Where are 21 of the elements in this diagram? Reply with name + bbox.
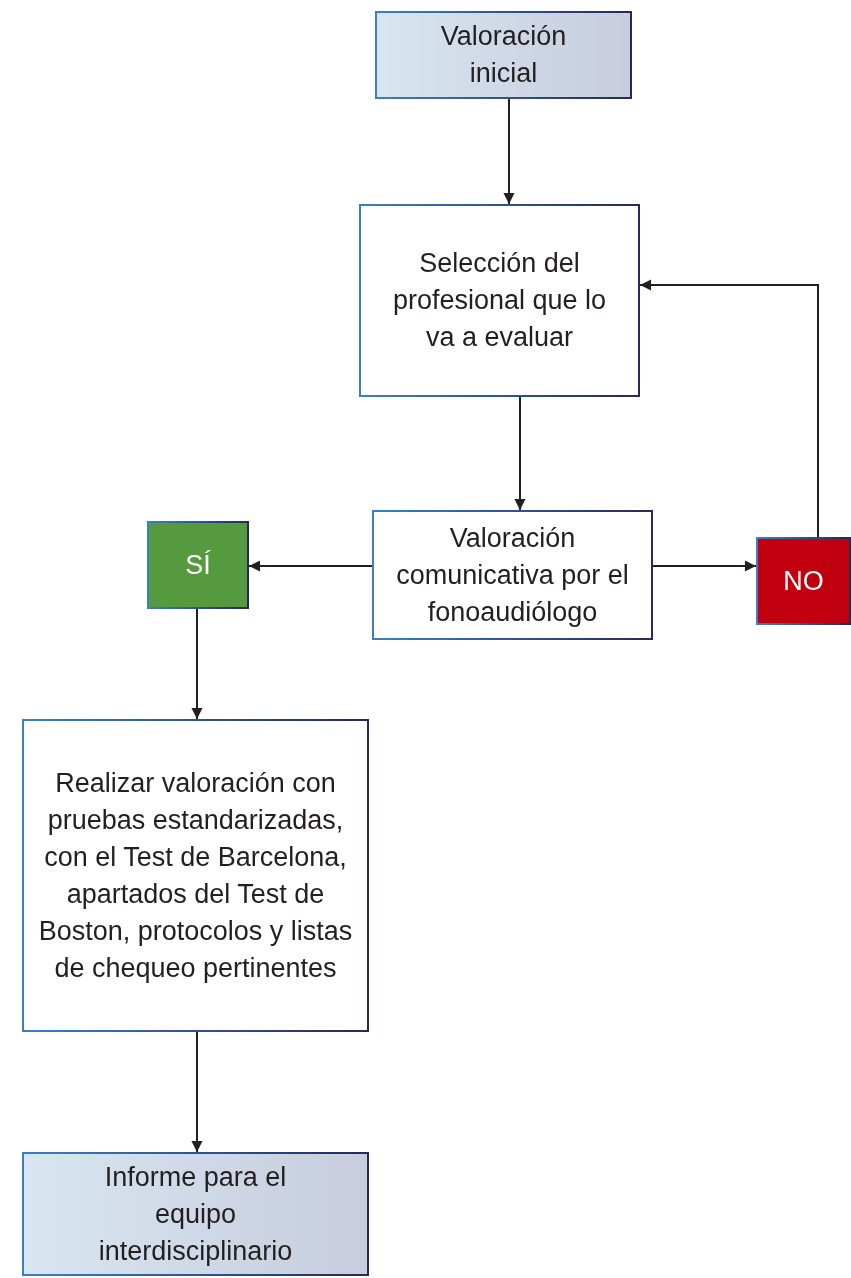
arrow — [503, 98, 515, 205]
box-text: Selección del profesional que lo va a evaluar — [391, 247, 608, 354]
box-text: SÍ — [185, 548, 211, 582]
arrow — [248, 560, 373, 572]
arrow — [639, 279, 819, 538]
no-box — [756, 537, 851, 625]
arrow — [191, 1031, 203, 1153]
box-text: Informe para el equipo interdisciplinario — [97, 1160, 294, 1268]
process-box — [372, 510, 653, 640]
arrow — [191, 608, 203, 720]
terminal-box — [375, 11, 632, 99]
process-box — [359, 204, 640, 397]
terminal-box — [22, 1152, 369, 1276]
process-box — [22, 719, 369, 1032]
box-text: Valoración inicial — [439, 20, 568, 90]
box-text: Valoración comunicativa por el fonoaudiólogo — [395, 521, 630, 629]
yes-box — [147, 521, 249, 609]
arrow — [514, 396, 526, 511]
box-text: Realizar valoración con pruebas estandarizadas, con el Test de Barcelona, apartados del Test de Boston, protocolos y listas de chequeo pertinentes — [37, 766, 354, 985]
box-text: NO — [783, 564, 824, 598]
arrow — [652, 560, 757, 572]
